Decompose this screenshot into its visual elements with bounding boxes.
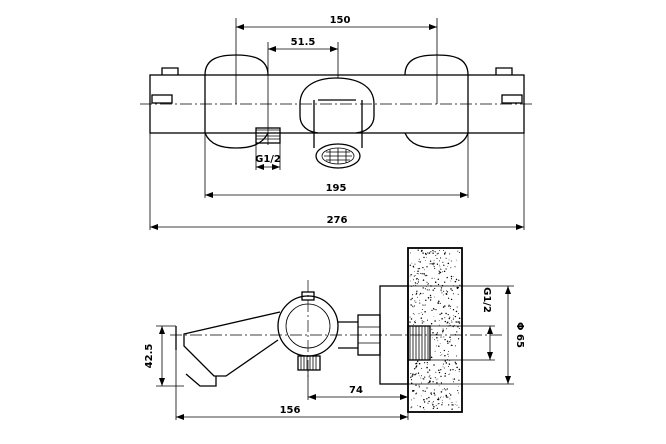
dim-overall-length: 276 (327, 215, 348, 226)
dim-spout-offset: 51.5 (291, 37, 316, 48)
right-handle-bottom (404, 132, 469, 149)
spout-outlet (185, 373, 217, 387)
wall-hatch (409, 249, 461, 411)
spout-body (183, 311, 281, 377)
right-lever-slot (501, 94, 523, 104)
dim-inlet-thread: G1/2 (255, 154, 281, 165)
dim-inlet-depth: 74 (349, 385, 363, 396)
right-handle-top (404, 54, 469, 76)
right-cap (495, 67, 513, 75)
connector-pipe (338, 321, 358, 349)
spout-aerator (315, 143, 361, 169)
left-handle-top (204, 54, 269, 76)
side-view: G1/2 Φ 65 42.5 74 156 (144, 247, 525, 420)
dim-valve-spacing: 150 (330, 15, 351, 26)
left-cap (161, 67, 179, 75)
dim-spout-height: 42.5 (144, 344, 155, 369)
left-lever-slot (151, 94, 173, 104)
bottom-inlet (297, 355, 321, 371)
dim-total-projection: 156 (280, 405, 301, 416)
spout-neck (313, 100, 363, 148)
dim-wall-thread: G1/2 (481, 287, 492, 313)
left-handle-bottom (204, 132, 269, 149)
top-view: 150 51.5 G1/2 195 276 (140, 15, 535, 230)
dim-escutcheon-dia: Φ 65 (514, 322, 525, 348)
spout-dome (299, 77, 375, 134)
dim-inlet-span: 195 (326, 183, 347, 194)
